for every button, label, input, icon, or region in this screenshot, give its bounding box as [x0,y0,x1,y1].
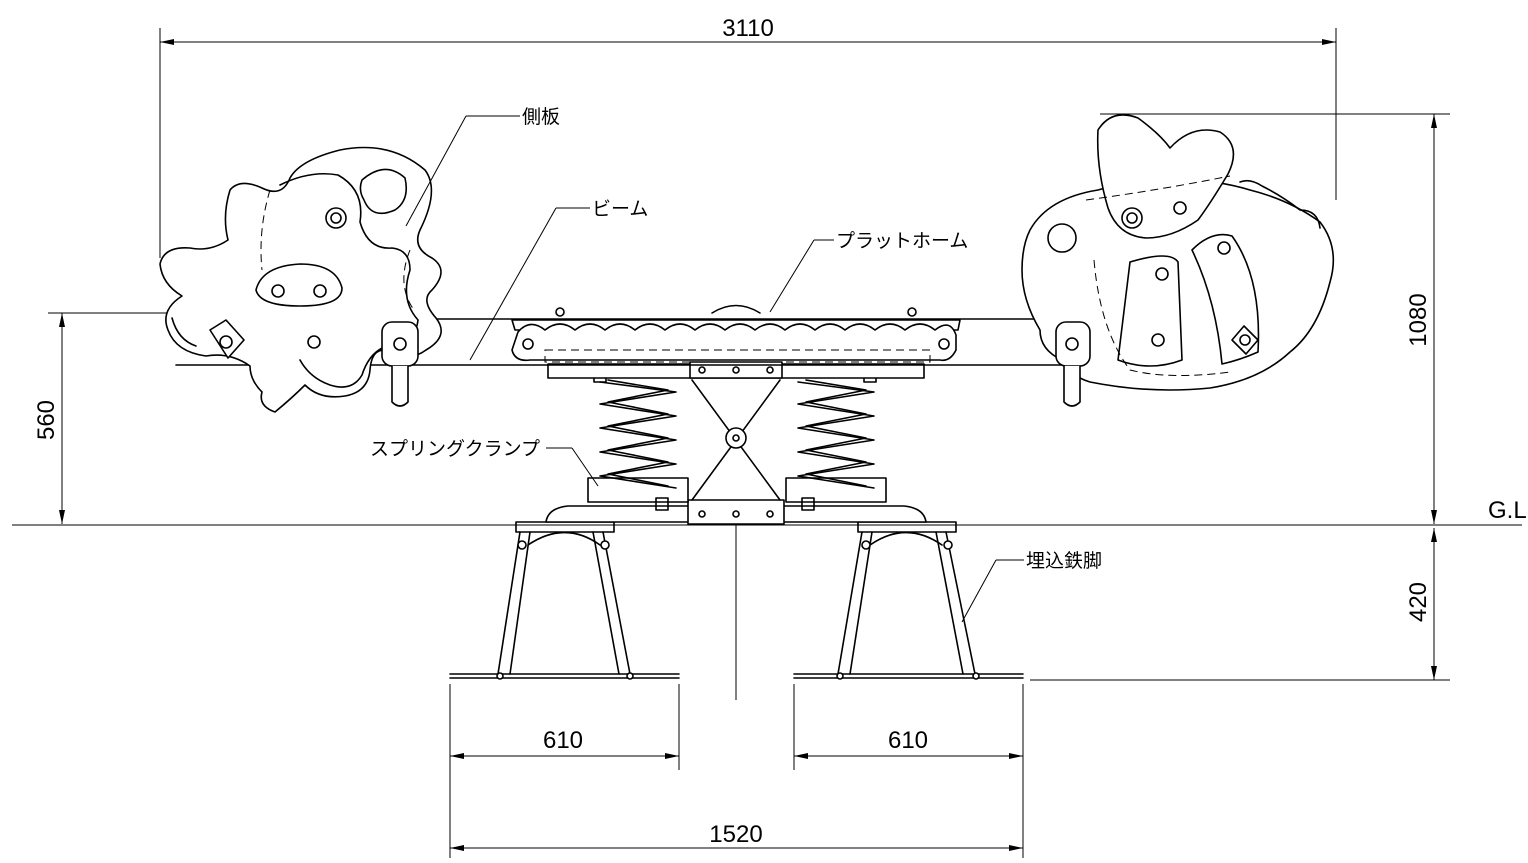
embedded-leg-right [793,521,1024,680]
label-beam: ビーム [592,198,648,220]
dim-foot-left-text: 610 [543,727,583,754]
label-side-panel: 側板 [522,106,560,128]
dim-foot-span-text: 1520 [709,821,762,848]
label-platform: プラットホーム [836,230,968,252]
embedded-leg-left [449,521,680,680]
platform [511,304,961,363]
side-panel-left [159,146,442,413]
dim-overall-width-text: 3110 [722,15,774,42]
leader-spring-clamp [546,447,599,487]
label-embedded-leg: 埋込鉄脚 [1026,550,1102,572]
spring-left [587,369,689,511]
dim-embed-depth [1030,528,1450,681]
leader-platform [769,239,834,313]
label-spring-clamp: スプリングクランプ [370,438,540,460]
dim-height-total [1100,113,1450,524]
base-frame [545,379,927,525]
dim-seat-height-text: 560 [33,400,60,440]
spring-right [785,369,887,511]
side-panel-right [1021,114,1335,407]
dim-foot-left [449,684,680,858]
leader-embedded-leg [961,559,1024,623]
dim-embed-depth-text: 420 [1405,582,1432,622]
dim-foot-right [793,684,1024,858]
top-plate [547,361,925,379]
dim-seat-height [48,312,180,524]
dim-foot-right-text: 610 [888,727,928,754]
ground-label: G.L [1488,497,1527,524]
leader-side-panel [405,115,520,227]
dim-foot-span [450,845,1023,851]
leader-beam [469,207,590,361]
dim-height-total-text: 1080 [1405,293,1432,346]
